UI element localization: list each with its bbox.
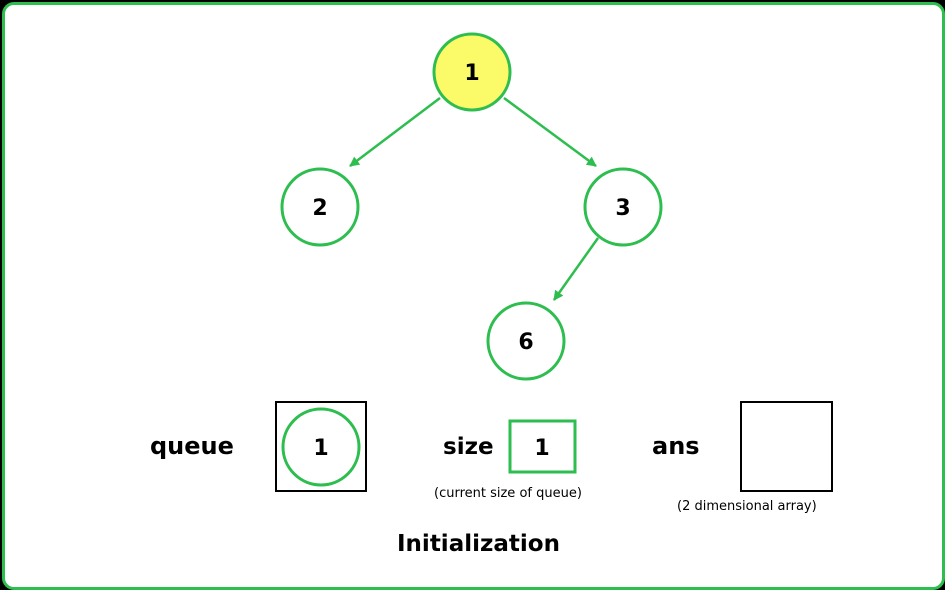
caption: Initialization [397, 531, 560, 557]
edge-1-3 [503, 96, 597, 168]
tree-node-6-label: 6 [518, 330, 533, 355]
ans-note: (2 dimensional array) [677, 499, 817, 514]
size-box [508, 419, 577, 474]
size-label: size [443, 434, 494, 460]
queue-item-label: 1 [313, 436, 328, 461]
size-note: (current size of queue) [434, 486, 582, 501]
tree-node-1 [432, 32, 512, 112]
tree-node-2-label: 2 [312, 196, 327, 221]
tree-node-3 [583, 167, 663, 247]
queue-item-circle [281, 407, 361, 487]
tree-node-2 [280, 167, 360, 247]
size-value: 1 [534, 436, 549, 461]
ans-box [740, 401, 833, 492]
queue-label: queue [150, 432, 234, 460]
queue-box [275, 401, 367, 492]
tree-node-1-label: 1 [464, 61, 479, 86]
edge-3-6 [552, 237, 600, 301]
edge-1-2 [349, 97, 441, 167]
tree-node-6 [486, 301, 566, 381]
tree-node-3-label: 3 [615, 196, 630, 221]
ans-label: ans [652, 432, 700, 460]
